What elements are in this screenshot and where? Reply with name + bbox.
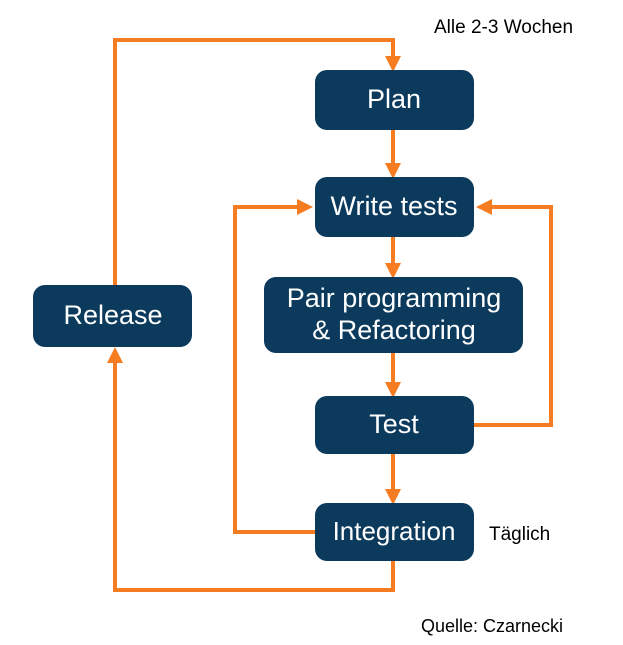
node-integration-box[interactable] — [315, 503, 474, 561]
node-write-tests-box[interactable] — [315, 177, 474, 237]
connector-test-to-integration — [385, 454, 401, 505]
arrowhead-down-icon — [385, 56, 401, 72]
node-pair-programming[interactable]: Pair programming & Refactoring — [264, 277, 523, 353]
connector-integration-to-release-loop — [107, 347, 395, 592]
connector-path — [113, 38, 395, 285]
connector-plan-to-write-tests — [385, 130, 401, 179]
arrowhead-down-icon — [385, 263, 401, 279]
annotation-cadence-weeks: Alle 2-3 Wochen — [434, 17, 573, 38]
arrowhead-up-icon — [107, 347, 123, 363]
node-plan-label: Plan — [367, 84, 421, 114]
node-release[interactable]: Release — [33, 285, 192, 347]
node-test-label: Test — [369, 409, 419, 439]
node-pair-programming-box[interactable] — [264, 277, 523, 353]
connector-release-to-plan — [113, 38, 401, 285]
node-integration[interactable]: Integration — [315, 503, 474, 561]
annotation-source-credit: Quelle: Czarnecki — [421, 616, 563, 636]
node-plan[interactable]: Plan — [315, 70, 474, 130]
annotation-cadence-daily: Täglich — [489, 524, 550, 545]
node-write-tests-label: Write tests — [330, 191, 457, 221]
connector-write-tests-to-pair — [385, 237, 401, 279]
arrowhead-left-icon — [476, 199, 492, 215]
node-test[interactable]: Test — [315, 396, 474, 454]
arrowhead-down-icon — [385, 382, 401, 398]
node-integration-label: Integration — [333, 516, 456, 546]
arrowhead-down-icon — [385, 163, 401, 179]
connector-path — [113, 357, 395, 592]
node-pair-programming-label-line1: Pair programming — [287, 283, 502, 313]
arrowhead-right-icon — [297, 199, 313, 215]
node-test-box[interactable] — [315, 396, 474, 454]
arrowhead-down-icon — [385, 489, 401, 505]
node-release-box[interactable] — [33, 285, 192, 347]
node-plan-box[interactable] — [315, 70, 474, 130]
connector-path — [233, 205, 315, 534]
node-pair-programming-label-line2: & Refactoring — [312, 315, 476, 345]
connector-pair-to-test — [385, 353, 401, 398]
connector-test-to-write-tests-loop — [474, 199, 553, 427]
connector-integration-to-write-tests-loop — [233, 199, 315, 534]
node-write-tests[interactable]: Write tests — [315, 177, 474, 237]
connector-path — [474, 205, 553, 427]
node-release-label: Release — [63, 300, 162, 330]
